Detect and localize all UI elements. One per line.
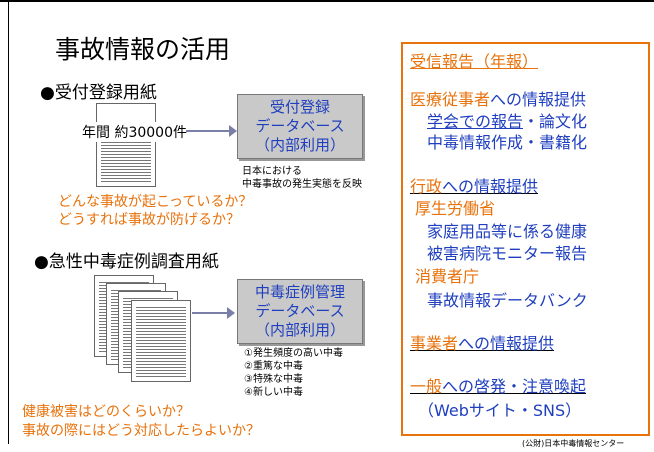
annual-report: 受信報告（年報）: [410, 52, 539, 71]
medical-info: 医療従事者への情報提供: [410, 86, 586, 110]
medical-label: 医療従事者: [410, 90, 491, 109]
gov-label: 行政: [410, 177, 443, 196]
question-3: 健康被害はどのくらいか？: [22, 404, 190, 420]
usage-panel: [401, 42, 650, 436]
question-4: 事故の際にはどう対応したらよいか？: [22, 423, 260, 439]
caa-label: 消費者庁: [415, 267, 480, 286]
survey-form-4: [131, 300, 191, 382]
business-info: 事業者への情報提供: [410, 330, 554, 354]
left-border: [8, 2, 9, 444]
arrow-to-db1: [186, 125, 237, 137]
form-thumbnail: [96, 103, 156, 187]
reception-database: 受付登録 データベース （内部利用）: [237, 94, 363, 159]
top-border: [0, 0, 654, 2]
business-suffix: への情報提供: [458, 334, 555, 353]
question-1: どんな事故が起こっているか？: [58, 194, 253, 210]
db1-note-line2: 中毒事故の発生実態を反映: [242, 179, 362, 190]
gov-info: 行政への情報提供: [410, 173, 538, 197]
medical-suffix: への情報提供: [490, 90, 587, 109]
mhlw-sub2: 被害病院モニター報告: [427, 244, 588, 263]
annual-count: 年間 約30000件: [80, 122, 189, 142]
footer-credit: (公財)日本中毒情報センター: [522, 439, 625, 448]
db2-line1: 中毒症例管理: [254, 283, 345, 301]
question-2: どうすれば事故が防げるか？: [58, 212, 240, 228]
medical-sub2: 中毒情報作成・書籍化: [427, 133, 588, 152]
priority-item-1: ①発生頻度の高い中毒: [244, 348, 343, 359]
db2-line2: データベース: [255, 302, 345, 320]
public-label: 一般: [410, 377, 443, 396]
db2-line3: （内部利用）: [254, 321, 345, 339]
gov-suffix: への情報提供: [442, 177, 539, 196]
business-label: 事業者: [410, 334, 459, 353]
slide-title: 事故情報の活用: [55, 35, 231, 64]
public-info: 一般への啓発・注意喚起: [410, 373, 586, 397]
db1-line1: 受付登録: [269, 98, 330, 116]
public-suffix: への啓発・注意喚起: [442, 377, 587, 396]
caa-sub: 事故情報データバンク: [427, 291, 588, 310]
medical-sub1-a: 学会での報告: [427, 112, 524, 131]
db1-line3: （内部利用）: [254, 136, 345, 154]
mhlw-label: 厚生労働省: [415, 199, 496, 218]
priority-item-4: ④新しい中毒: [244, 387, 303, 398]
arrow-to-db2: [192, 307, 235, 319]
priority-item-3: ③特殊な中毒: [244, 374, 303, 385]
public-sub: （Webサイト・SNS）: [418, 401, 582, 420]
case-database: 中毒症例管理 データベース （内部利用）: [237, 279, 363, 344]
medical-sub1-b: ・論文化: [523, 112, 588, 131]
mhlw-sub1: 家庭用品等に係る健康: [427, 222, 588, 241]
db1-note-line1: 日本における: [242, 166, 302, 177]
section2-heading: ●急性中毒症例調査用紙: [34, 252, 219, 272]
medical-sub1: 学会での報告・論文化: [427, 108, 587, 132]
priority-item-2: ②重篤な中毒: [244, 361, 303, 372]
section1-heading: ●受付登録用紙: [40, 83, 157, 103]
db1-line2: データベース: [255, 117, 345, 135]
